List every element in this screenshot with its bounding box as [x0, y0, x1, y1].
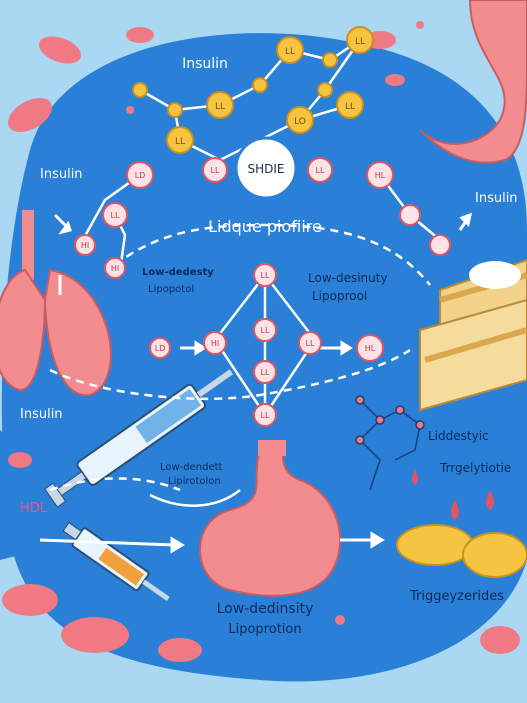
node-ll — [132, 82, 148, 98]
ldl-mid-label-2: Lipirotolon — [168, 476, 221, 487]
node-ll — [252, 77, 268, 93]
node-ll — [317, 82, 333, 98]
stomach-center-icon — [199, 449, 341, 597]
curved-arrow-mid — [149, 489, 241, 507]
node-ll — [167, 102, 183, 118]
yellow-node-labels: LL LL LO LL LL LL — [175, 37, 365, 147]
node-ll-label: LL — [306, 339, 315, 348]
ldl-left-label-1: Low-dedesty — [142, 267, 214, 278]
node-ll — [206, 91, 234, 119]
pink-node-labels: LD LL HL LL LL HI HI LL LL LL LL HI LD L… — [81, 166, 386, 420]
bottom-label-1: Low-dedinsity — [217, 601, 314, 617]
syringe-small-icon — [62, 522, 170, 601]
stomach-top-icon — [419, 0, 527, 164]
hub-label: SHDIE — [247, 162, 284, 176]
node-hl-label: HL — [375, 171, 386, 180]
ldl-mid-label-1: Low-dendett — [160, 462, 223, 473]
ldl-right-label-1: Low-desinuty — [308, 271, 388, 285]
node-ll — [276, 36, 304, 64]
stomach-neck — [258, 440, 286, 456]
node-ll — [286, 106, 314, 134]
labels: Insulin Insulin Insulin Insulin Lidque p… — [20, 56, 518, 637]
node-ll-label: LL — [285, 47, 295, 57]
node-ll — [346, 26, 374, 54]
node-ll-label: LL — [261, 271, 270, 280]
node-ll-label: LL — [261, 411, 270, 420]
node-ll — [166, 126, 194, 154]
hub-node — [234, 136, 298, 200]
insulin-left-label: Insulin — [40, 167, 83, 182]
node-ld-label: LD — [135, 171, 146, 180]
triglyceride-fat-icon — [396, 524, 527, 578]
triglycerides-bottom-label: Triggeyzerides — [409, 589, 504, 604]
node-ll — [322, 52, 338, 68]
node-ll-label: LL — [261, 326, 270, 335]
node-ll — [336, 91, 364, 119]
insulin-lungs-label: Insulin — [20, 407, 63, 422]
yellow-nodes — [132, 26, 374, 154]
syringe-large-icon — [44, 369, 234, 508]
node-ll-label: LL — [345, 102, 355, 112]
ldl-right-label-2: Lipoprool — [312, 289, 367, 303]
node-ld-label: LD — [155, 344, 166, 353]
node-ll-label: LL — [211, 166, 220, 175]
node-ll-label: LL — [355, 37, 365, 47]
cake-icon — [419, 258, 527, 412]
center-title: Lidque piofiire — [208, 217, 322, 236]
node-hi-label: HI — [111, 264, 119, 273]
bottom-label-2: Lipoprotion — [228, 622, 301, 637]
node-ll-label: LL — [111, 211, 120, 220]
node-hi-label: HI — [211, 339, 219, 348]
insulin-right-label: Insulin — [475, 191, 518, 206]
molecule-structure — [355, 395, 425, 491]
droplets — [412, 470, 494, 520]
node-ll-label: LL — [316, 166, 325, 175]
node-hi-label: HI — [81, 241, 89, 250]
node-hl-label: HL — [365, 344, 376, 353]
node-ll-label: LL — [175, 137, 185, 147]
node-ll-label: LL — [261, 368, 270, 377]
flow-arrows — [39, 212, 473, 554]
pink-nodes — [74, 157, 451, 427]
insulin-top-label: Insulin — [182, 56, 228, 72]
node-lo-label: LO — [294, 117, 306, 127]
ldl-left-label-2: Lipopotol — [148, 284, 194, 295]
liddestyic-label: Liddestyic — [428, 429, 489, 443]
hdl-label: HDL — [20, 501, 48, 516]
triglycerides-right-label: Trrgelytiotie — [439, 461, 511, 475]
lungs-icon — [0, 210, 112, 397]
node-ll-label: LL — [215, 102, 225, 112]
dashed-flows — [49, 223, 431, 492]
